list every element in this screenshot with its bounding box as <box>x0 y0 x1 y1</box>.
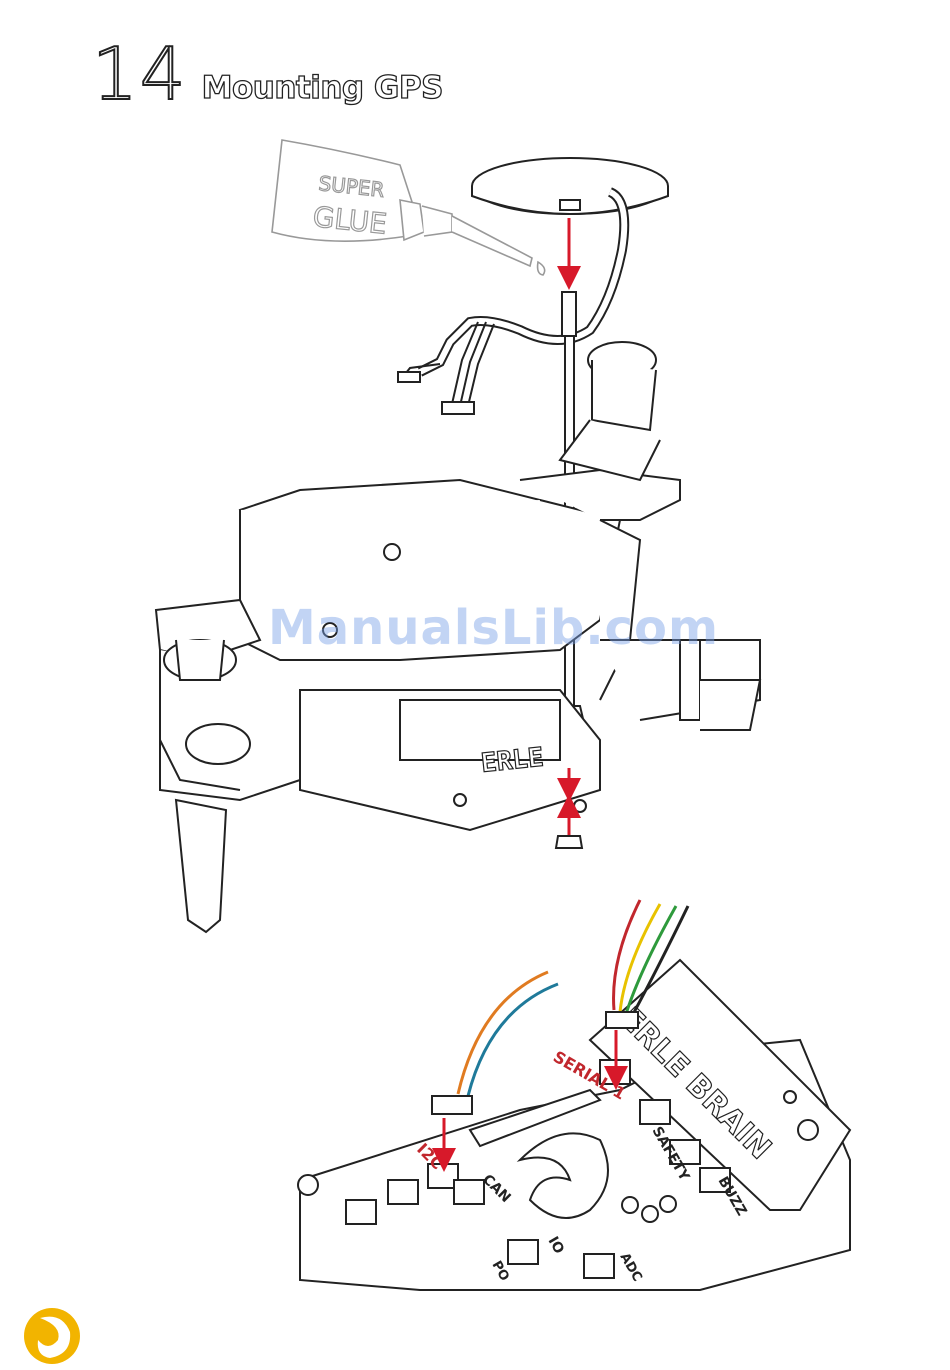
erle-logo-icon <box>24 1308 80 1364</box>
lock-nut <box>556 836 582 848</box>
gps-i2c-wires <box>432 972 558 1114</box>
erle-brain-board <box>298 960 850 1290</box>
gps-antenna <box>472 158 668 214</box>
gps-cable-bundle <box>398 322 494 414</box>
watermark: ManualsLib.com <box>268 600 719 656</box>
